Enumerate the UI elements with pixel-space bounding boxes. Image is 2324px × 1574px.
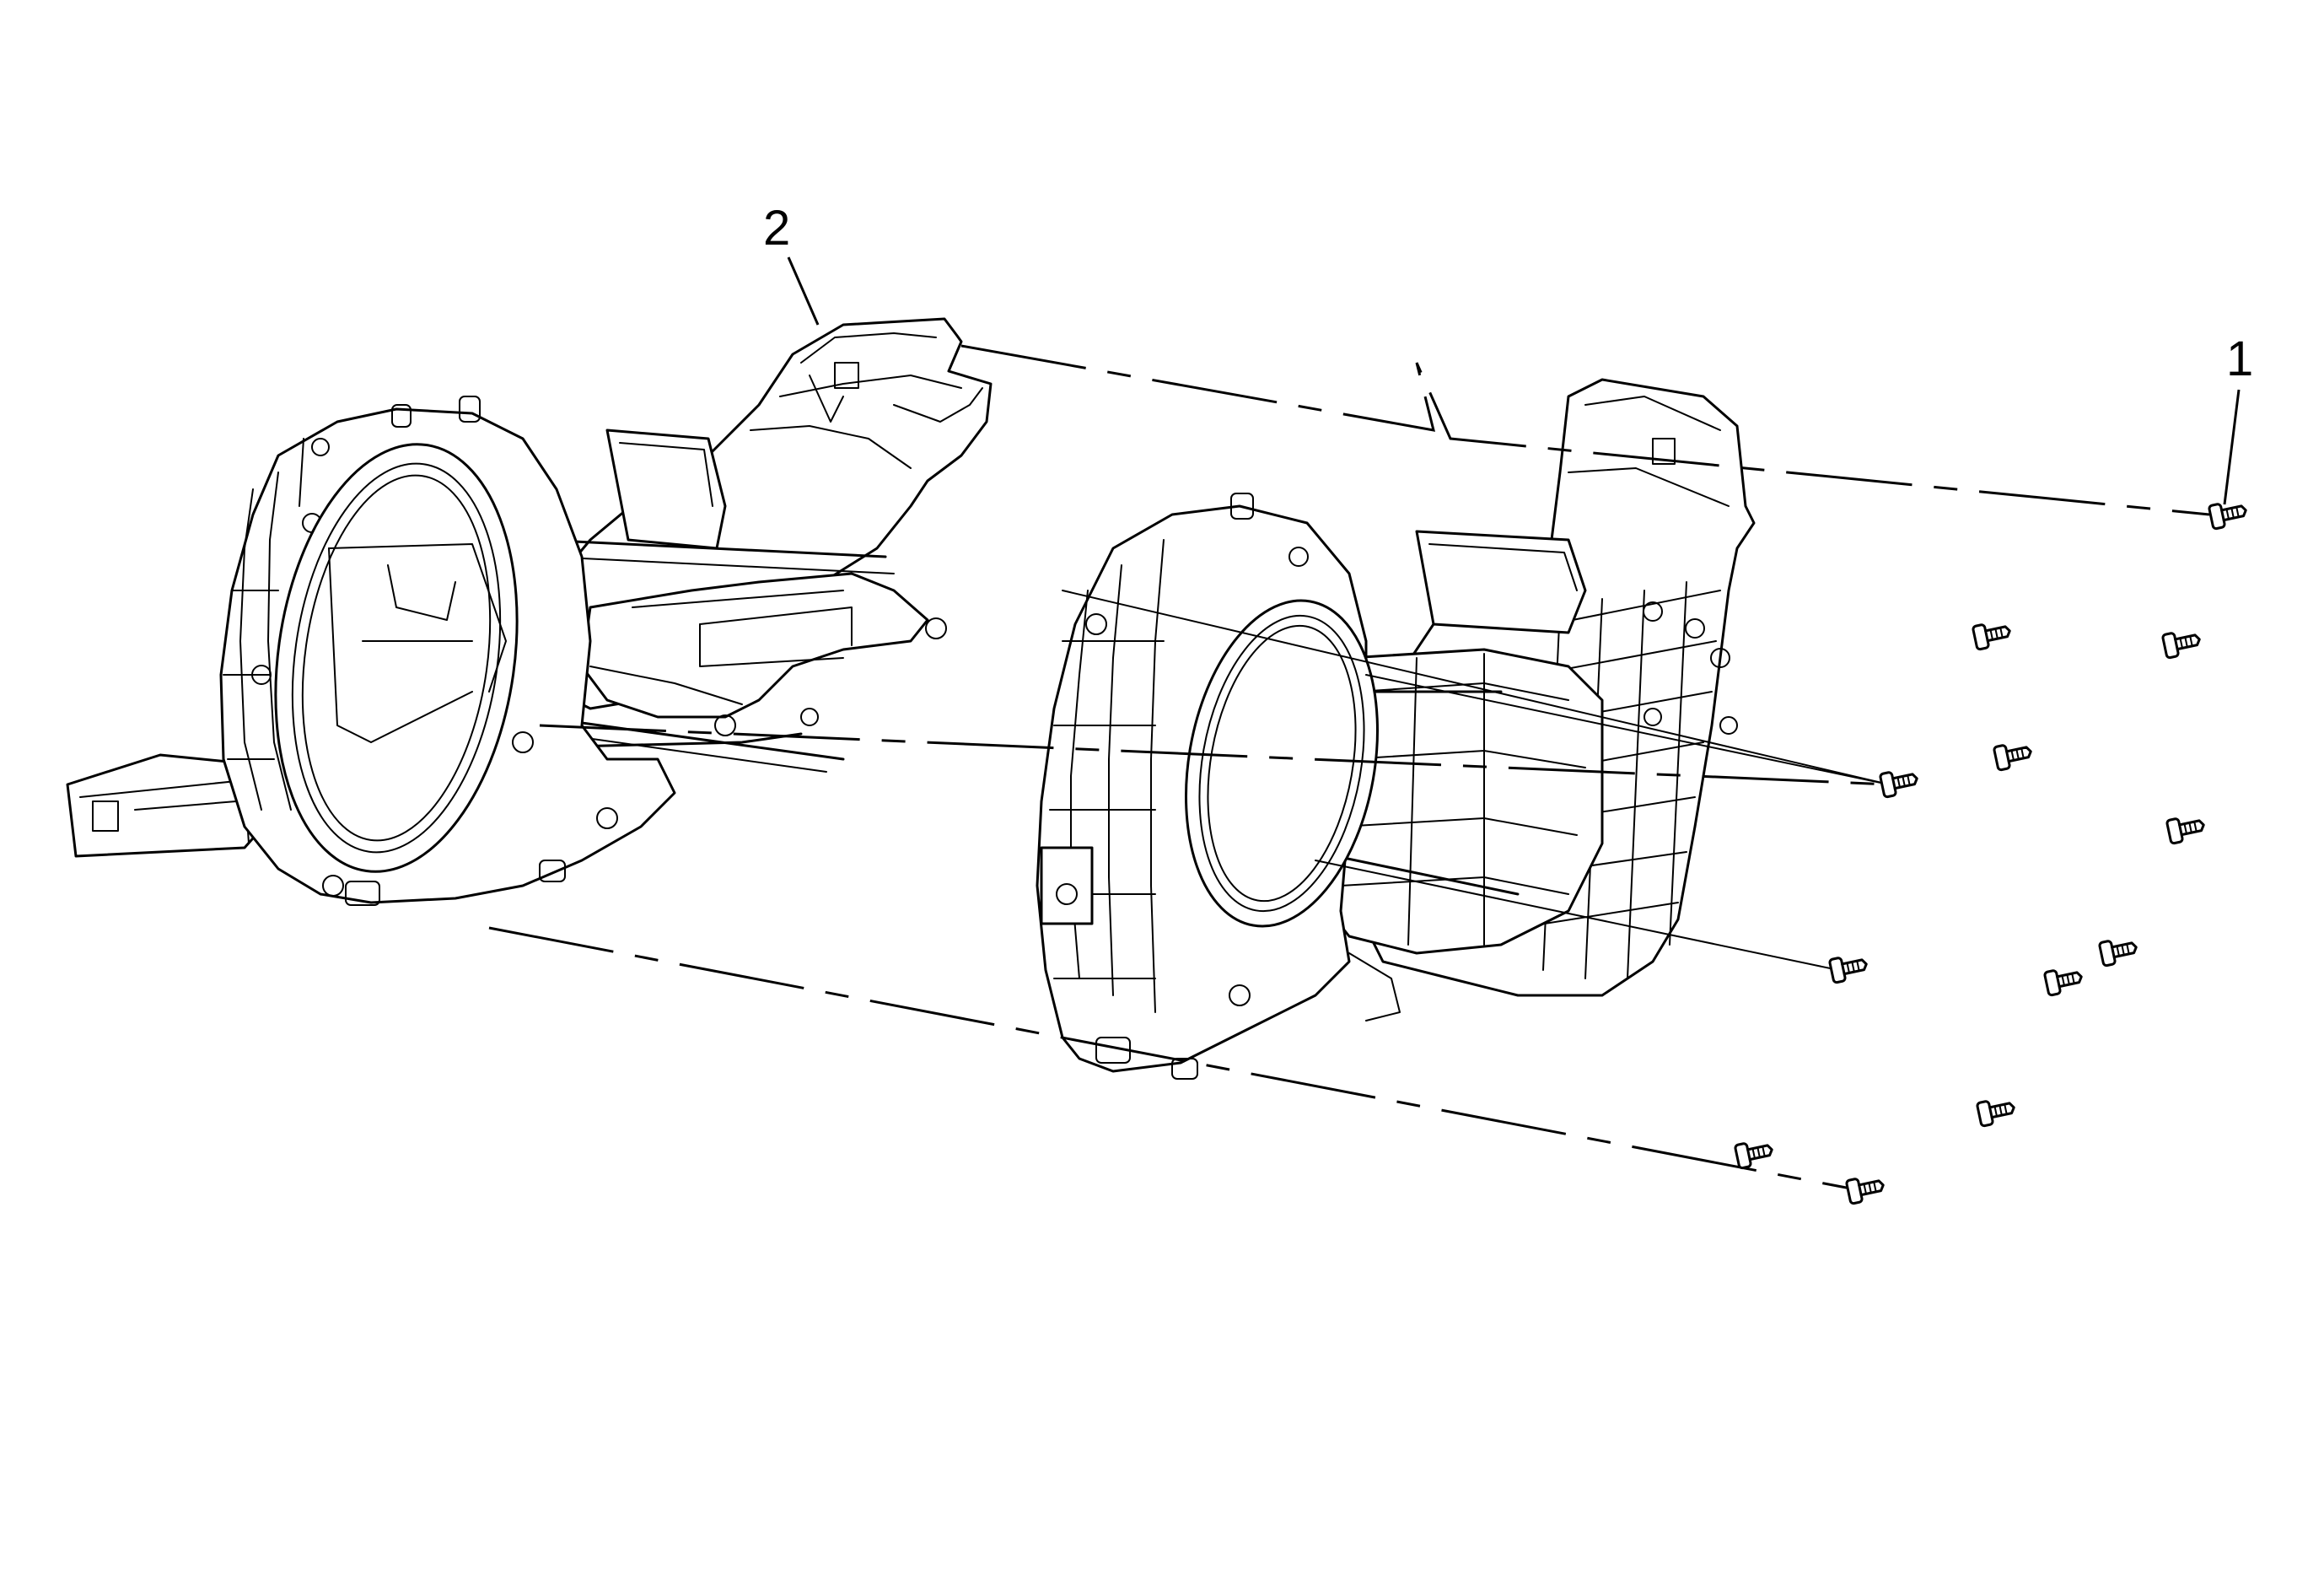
callout-label-housing-upper: 2 xyxy=(763,201,790,256)
alignment-lines xyxy=(488,344,2210,1191)
screw-icon xyxy=(2161,632,2201,660)
screw-icon xyxy=(2043,969,2083,997)
screw-icon xyxy=(1879,771,1918,799)
leader-line-2 xyxy=(787,256,820,326)
callout-1: 1 xyxy=(2223,332,2253,505)
screw-icon xyxy=(2208,503,2247,531)
callout-2: 2 xyxy=(763,201,820,326)
callout-label-fastener: 1 xyxy=(2226,332,2253,386)
leader-line-1 xyxy=(2223,389,2241,505)
screw-icon xyxy=(1976,1100,2015,1128)
screw-icon xyxy=(2165,817,2205,845)
screw-icon xyxy=(1828,957,1868,984)
screw-icon xyxy=(1972,623,2011,651)
screw-icon xyxy=(2098,940,2138,968)
screw-icon xyxy=(1993,744,2032,772)
screw-icon xyxy=(1845,1178,1885,1205)
screw-icon xyxy=(1734,1142,1773,1170)
blower-housing-lower-case xyxy=(1036,378,1756,1080)
fastener-group xyxy=(1734,503,2247,1205)
blower-housing-upper-case xyxy=(66,317,993,906)
